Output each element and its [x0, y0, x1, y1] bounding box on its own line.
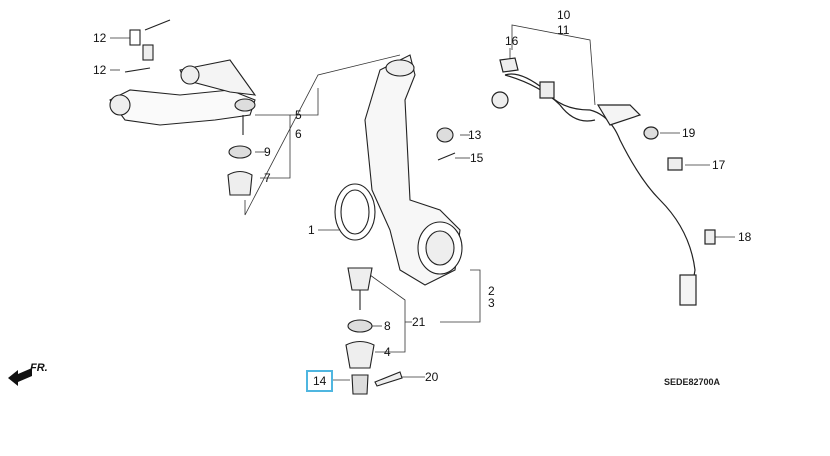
callout-14-highlighted[interactable]: 14 [306, 370, 334, 392]
callout-6[interactable]: 6 [295, 127, 302, 141]
callout-1[interactable]: 1 [308, 223, 315, 237]
callout-9[interactable]: 9 [264, 145, 271, 159]
callout-17[interactable]: 17 [712, 158, 726, 172]
callout-21[interactable]: 21 [412, 315, 426, 329]
callout-11[interactable]: 11 [557, 23, 570, 37]
abs-sensor-harness [491, 57, 716, 306]
callout-16[interactable]: 16 [505, 34, 519, 48]
callout-3[interactable]: 3 [488, 296, 495, 310]
front-arrow-icon [8, 368, 32, 386]
callout-18[interactable]: 18 [738, 230, 752, 244]
upper-control-arm [109, 19, 257, 196]
callout-15[interactable]: 15 [470, 151, 484, 165]
callout-5[interactable]: 5 [295, 108, 302, 122]
diagram-code: SEDE82700A [664, 377, 721, 387]
callout-4[interactable]: 4 [384, 345, 391, 359]
steering-knuckle [334, 54, 463, 395]
callout-10[interactable]: 10 [557, 8, 571, 22]
front-indicator: FR. [30, 362, 48, 374]
callout-2[interactable]: 2 [488, 284, 495, 298]
callout-20[interactable]: 20 [425, 370, 439, 384]
callout-19[interactable]: 19 [682, 126, 696, 140]
callout-12a[interactable]: 12 [93, 31, 107, 45]
callout-7[interactable]: 7 [264, 171, 271, 185]
callout-13[interactable]: 13 [468, 128, 482, 142]
callout-8[interactable]: 8 [384, 319, 391, 333]
callout-12b[interactable]: 12 [93, 63, 107, 77]
